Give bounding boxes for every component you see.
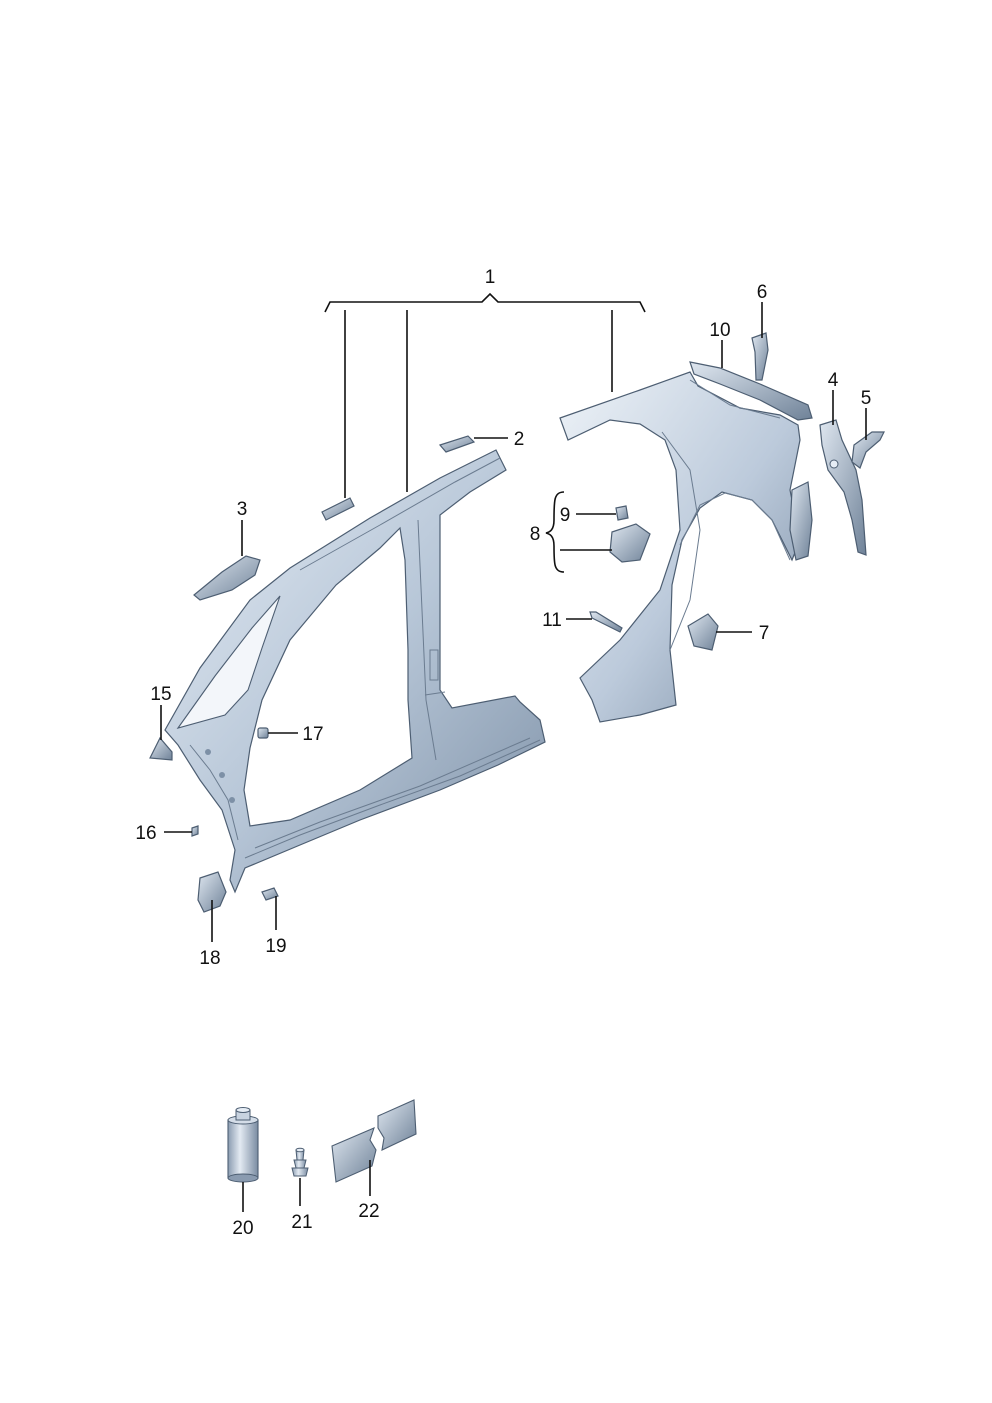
callout-4: 4 [828,370,839,391]
part-5-bracket [851,431,885,469]
callout-6: 6 [757,282,768,303]
callout-17: 17 [302,724,323,745]
part-17-plug [257,727,269,739]
part-4-reinforcement [819,419,867,556]
leader-lines [160,292,867,1212]
part-2-bracket [438,435,476,453]
callout-21: 21 [291,1212,312,1233]
part-10-rail [689,361,813,421]
callout-3: 3 [237,499,248,520]
front-side-panel [164,449,546,894]
part-16-clip [191,825,199,837]
part-7-housing [687,613,719,651]
part-6-bracket [751,332,769,381]
rear-quarter-panel [559,371,813,723]
part-9-clip [615,505,629,521]
callout-7: 7 [759,623,770,644]
part-20-cartridge [227,1107,259,1183]
callout-19: 19 [265,936,286,957]
callout-9: 9 [560,505,571,526]
callout-16: 16 [135,823,156,844]
callout-2: 2 [514,429,525,450]
callout-15: 15 [150,684,171,705]
part-15-cap [149,736,173,761]
callout-11: 11 [542,610,562,631]
callout-22: 22 [358,1201,379,1222]
callout-10: 10 [709,320,730,341]
callout-8: 8 [530,524,541,545]
part-19-clip [261,887,279,901]
part-18-bracket [197,871,227,913]
callout-5: 5 [861,388,872,409]
callout-20: 20 [232,1218,253,1239]
part-8-bracket [609,523,651,563]
callout-1: 1 [485,267,496,288]
part-3-trim [193,555,261,601]
part-1-roof-bracket [321,497,355,521]
callout-18: 18 [199,948,220,969]
part-22-damping-pads [331,1099,417,1183]
part-21-grommet [291,1147,309,1177]
part-11-strap [589,611,623,633]
callout-labels: 1 2 3 4 5 6 7 8 9 10 11 15 16 17 18 19 2… [135,267,871,1239]
